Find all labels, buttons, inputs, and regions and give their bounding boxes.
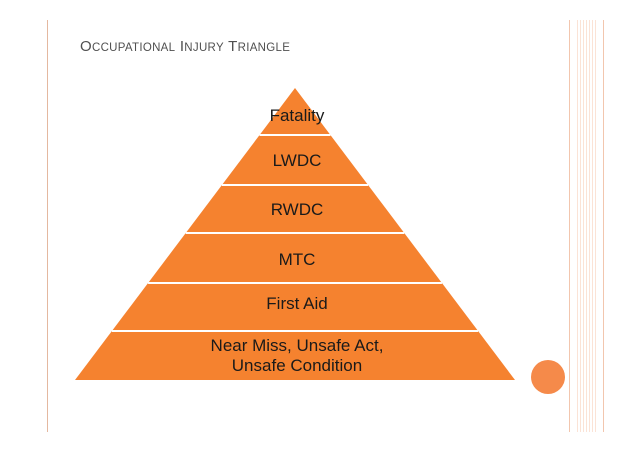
pyramid-level-label: LWDC: [273, 151, 322, 170]
pyramid-level-label: Unsafe Condition: [232, 356, 362, 375]
title-word: INJURY: [179, 38, 224, 55]
pyramid-level-label: Fatality: [270, 106, 325, 125]
title-word: OCCUPATIONAL: [80, 38, 176, 55]
pyramid-level-label: MTC: [279, 250, 316, 269]
pyramid-dividers: [111, 134, 479, 332]
title-word: TRIANGLE: [228, 38, 291, 55]
right-border-line: [569, 20, 570, 432]
right-border-line-outer: [603, 20, 604, 432]
slide-title: OCCUPATIONAL INJURY TRIANGLE: [80, 38, 290, 55]
accent-circle: [531, 360, 565, 394]
right-decorative-stripes: [577, 20, 597, 432]
pyramid-level-label: First Aid: [266, 294, 327, 313]
pyramid-level-label: RWDC: [271, 200, 324, 219]
pyramid-level-label: Near Miss, Unsafe Act,: [211, 336, 384, 355]
left-border-line: [47, 20, 48, 432]
